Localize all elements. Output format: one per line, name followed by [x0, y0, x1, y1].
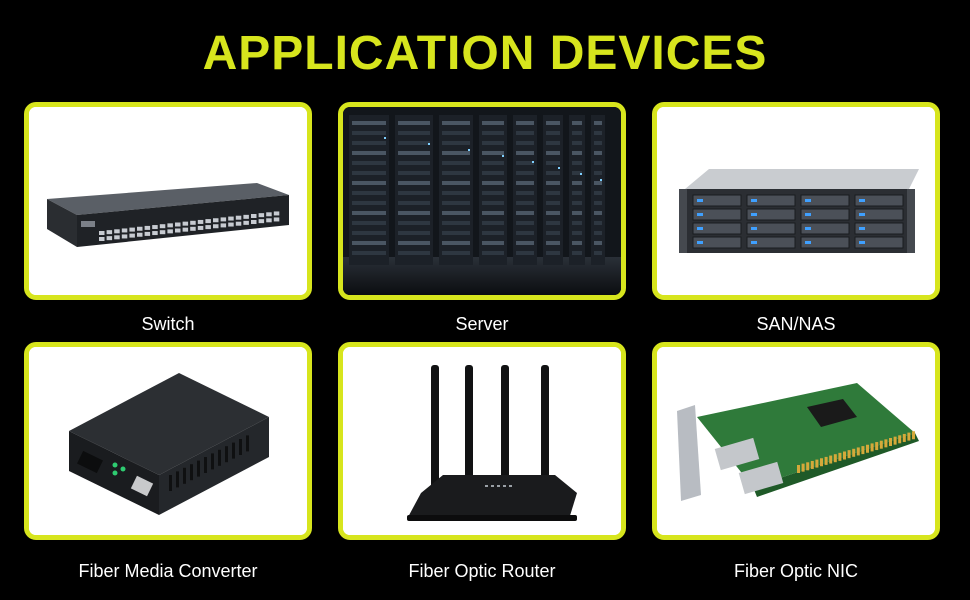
device-label-san-nas: SAN/NAS: [756, 314, 836, 334]
device-card-nic: [652, 342, 940, 540]
device-label-switch: Switch: [141, 314, 195, 334]
device-label-router: Fiber Optic Router: [408, 561, 556, 581]
device-label-media-converter: Fiber Media Converter: [78, 561, 258, 581]
device-card-san-nas: [652, 102, 940, 300]
network-card-icon: [657, 347, 935, 535]
device-card-switch: [24, 102, 312, 300]
router-icon: [343, 347, 621, 535]
device-label-nic: Fiber Optic NIC: [733, 561, 859, 581]
server-rack-icon: [343, 107, 621, 295]
device-label-server: Server: [455, 314, 509, 334]
network-switch-icon: [29, 107, 307, 295]
device-card-server: [338, 102, 626, 300]
page-title: APPLICATION DEVICES: [202, 27, 768, 80]
device-card-media-converter: [24, 342, 312, 540]
media-converter-icon: [29, 347, 307, 535]
device-card-router: [338, 342, 626, 540]
storage-array-icon: [657, 107, 935, 295]
